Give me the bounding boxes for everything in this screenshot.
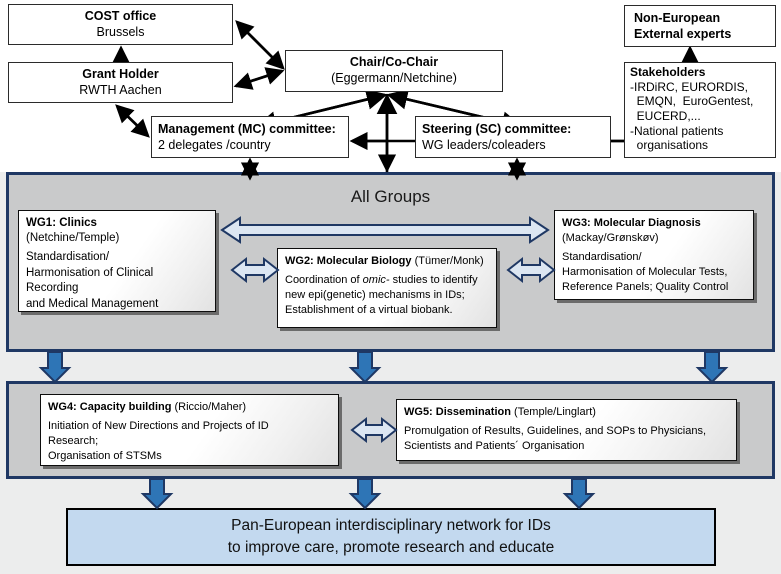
box-non-european-experts: Non-European External experts [624, 5, 776, 47]
arrow-down-left-2 [140, 478, 174, 510]
wg5-heading: WG5: Dissemination (Temple/Linglart) [404, 405, 729, 420]
wg5-title: WG5: Dissemination [404, 406, 511, 418]
wg4-title: WG4: Capacity building [48, 401, 172, 413]
stakeholders-line-4: organisations [630, 138, 709, 153]
stakeholders-line-1: EMQN, EuroGentest, [630, 94, 754, 109]
arrow-wg1-wg3 [220, 216, 550, 244]
arrow-wg2-wg3 [506, 256, 556, 284]
wg1-leads: (Netchine/Temple) [26, 232, 120, 245]
wg1-body: Standardisation/ Harmonisation of Clinic… [26, 251, 159, 310]
all-groups-title: All Groups [350, 187, 431, 206]
wg3-leads: (Mackay/Grønskøv) [562, 231, 659, 244]
arrow-down-left-1 [38, 351, 72, 384]
grant-holder-sub: RWTH Aachen [79, 82, 162, 97]
wg3-heading: WG3: Molecular Diagnosis (Mackay/Grønskø… [562, 216, 746, 246]
card-wg4: WG4: Capacity building (Riccio/Maher) In… [40, 394, 339, 466]
wg5-leads: (Temple/Linglart) [510, 406, 596, 418]
wg2-body: Coordination of omic- studies to identif… [285, 273, 489, 318]
sc-title: Steering (SC) committee: [422, 121, 572, 136]
chair-sub: (Eggermann/Netchine) [331, 71, 457, 85]
arrow-down-mid-2 [348, 478, 382, 510]
mc-sub: 2 delegates /country [158, 138, 271, 152]
stakeholders-title: Stakeholders [630, 65, 706, 79]
arrow-down-right-1 [695, 351, 729, 384]
card-wg1: WG1: Clinics (Netchine/Temple) Standardi… [18, 210, 216, 312]
arrow-down-right-2 [562, 478, 596, 510]
cost-office-sub: Brussels [96, 24, 145, 39]
wg1-heading: WG1: Clinics (Netchine/Temple) [26, 216, 208, 246]
banner-line1: Pan-European interdisciplinary network f… [231, 517, 551, 535]
wg2-leads: (Tümer/Monk) [411, 255, 484, 267]
cost-office-title: COST office [84, 8, 157, 23]
sc-sub: WG leaders/coleaders [422, 138, 546, 152]
wg2-heading: WG2: Molecular Biology (Tümer/Monk) [285, 254, 489, 269]
wg2-body-emphasis: omic- [362, 273, 390, 286]
outcome-banner: Pan-European interdisciplinary network f… [66, 508, 716, 566]
banner-line2: to improve care, promote research and ed… [227, 539, 555, 556]
wg4-body: Initiation of New Directions and Project… [48, 419, 269, 462]
non-european-line1: Non-European [634, 10, 721, 25]
arrow-down-mid-1 [348, 351, 382, 384]
arrow-wg4-wg5 [350, 416, 398, 444]
wg3-title: WG3: Molecular Diagnosis [562, 217, 701, 229]
wg2-title: WG2: Molecular Biology [285, 255, 412, 267]
stakeholders-line-0: -IRDiRC, EURORDIS, [630, 79, 749, 94]
wg2-body-post: studies to identify new epi(genetic) mec… [285, 273, 478, 316]
chair-title: Chair/Co-Chair [349, 55, 439, 70]
mc-title: Management (MC) committee: [158, 121, 336, 136]
grant-holder-title: Grant Holder [82, 66, 159, 81]
wg3-body: Standardisation/ Harmonisation of Molecu… [562, 250, 729, 293]
stakeholders-line-3: -National patients [630, 123, 724, 138]
wg1-title: WG1: Clinics [26, 217, 97, 229]
box-cost-office: COST office Brussels [8, 4, 233, 45]
wg4-leads: (Riccio/Maher) [171, 401, 247, 413]
wg4-heading: WG4: Capacity building (Riccio/Maher) [48, 400, 331, 415]
box-management-committee: Management (MC) committee: 2 delegates /… [151, 116, 349, 158]
box-stakeholders: Stakeholders -IRDiRC, EURORDIS, EMQN, Eu… [624, 62, 776, 158]
card-wg3: WG3: Molecular Diagnosis (Mackay/Grønskø… [554, 210, 754, 300]
wg5-body: Promulgation of Results, Guidelines, and… [404, 424, 707, 452]
arrow-wg1-wg2 [230, 256, 280, 284]
card-wg2: WG2: Molecular Biology (Tümer/Monk) Coor… [277, 248, 497, 328]
non-european-line2: External experts [634, 27, 732, 41]
wg2-body-pre: Coordination of [285, 273, 363, 286]
box-chair: Chair/Co-Chair (Eggermann/Netchine) [285, 50, 503, 92]
card-wg5: WG5: Dissemination (Temple/Linglart) Pro… [396, 399, 737, 461]
